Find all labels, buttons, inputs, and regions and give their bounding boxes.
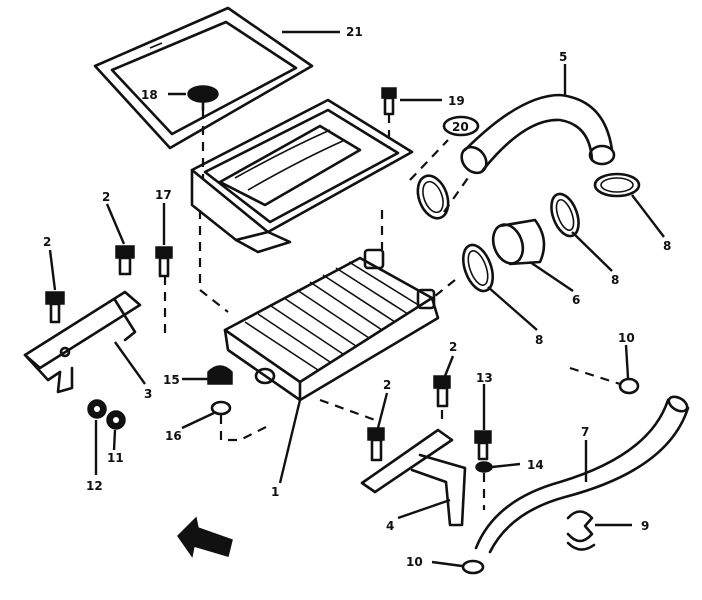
short-hose <box>491 218 546 266</box>
assembly-guide-lines <box>163 110 621 510</box>
callout-4: 4 <box>386 519 394 533</box>
washer-top <box>442 115 480 137</box>
callout-2-upper: 2 <box>102 190 110 204</box>
bolt-left-2 <box>115 245 135 276</box>
hose-clamp-mid-left <box>461 243 495 293</box>
callout-leaders <box>48 30 665 568</box>
nut-12 <box>87 399 107 419</box>
callout-21: 21 <box>346 25 363 39</box>
callout-20: 20 <box>452 120 469 134</box>
callout-1: 1 <box>271 485 279 499</box>
left-bracket <box>23 290 142 394</box>
callout-9: 9 <box>641 519 649 533</box>
callout-8-mid: 8 <box>611 273 619 287</box>
hose-clamp-10-upper <box>618 377 640 395</box>
callout-17: 17 <box>155 188 172 202</box>
rubber-mount-15 <box>207 365 233 385</box>
bolt-top <box>381 87 397 116</box>
callout-2-center: 2 <box>449 340 457 354</box>
callout-labels: 21 18 19 20 5 17 2 2 8 8 6 8 3 10 15 16 … <box>43 25 671 569</box>
callout-15: 15 <box>163 373 180 387</box>
callout-8-right: 8 <box>663 239 671 253</box>
callout-8-left: 8 <box>535 333 543 347</box>
callout-2-left: 2 <box>43 235 51 249</box>
callout-2-lower: 2 <box>383 378 391 392</box>
hose-clamp-mid-right <box>550 192 580 238</box>
callout-12: 12 <box>86 479 103 493</box>
callout-6: 6 <box>572 293 580 307</box>
callout-13: 13 <box>476 371 493 385</box>
lower-hose <box>474 395 690 554</box>
callout-10-upper: 10 <box>618 331 635 345</box>
callout-5: 5 <box>559 50 567 64</box>
hose-clamp-upper-left <box>416 174 450 220</box>
callout-16: 16 <box>165 429 182 443</box>
callout-19: 19 <box>448 94 465 108</box>
callout-10-lower: 10 <box>406 555 423 569</box>
nut-11 <box>106 410 126 430</box>
callout-3: 3 <box>144 387 152 401</box>
lower-bracket <box>360 428 467 527</box>
washer-14 <box>475 461 493 473</box>
sensor-pin-top <box>187 85 219 112</box>
callout-14: 14 <box>527 458 544 472</box>
front-direction-arrow-icon <box>177 516 233 558</box>
callout-18-top: 18 <box>141 88 158 102</box>
callout-11: 11 <box>107 451 124 465</box>
bolt-13 <box>474 430 492 461</box>
hose-clip-9 <box>566 510 596 551</box>
hose-clamp-upper-right <box>593 172 641 198</box>
bolt-right-2 <box>433 375 451 408</box>
washer-16 <box>210 400 232 416</box>
bolt-right-1 <box>367 427 385 462</box>
callout-7: 7 <box>581 425 589 439</box>
intercooler-core <box>223 248 440 402</box>
air-box-cover <box>190 98 414 254</box>
bolt-left-1 <box>45 291 65 324</box>
bolt-17 <box>155 246 173 278</box>
upper-hose <box>460 93 616 175</box>
gasket-frame <box>93 6 314 150</box>
hose-clamp-10-lower <box>461 559 485 575</box>
